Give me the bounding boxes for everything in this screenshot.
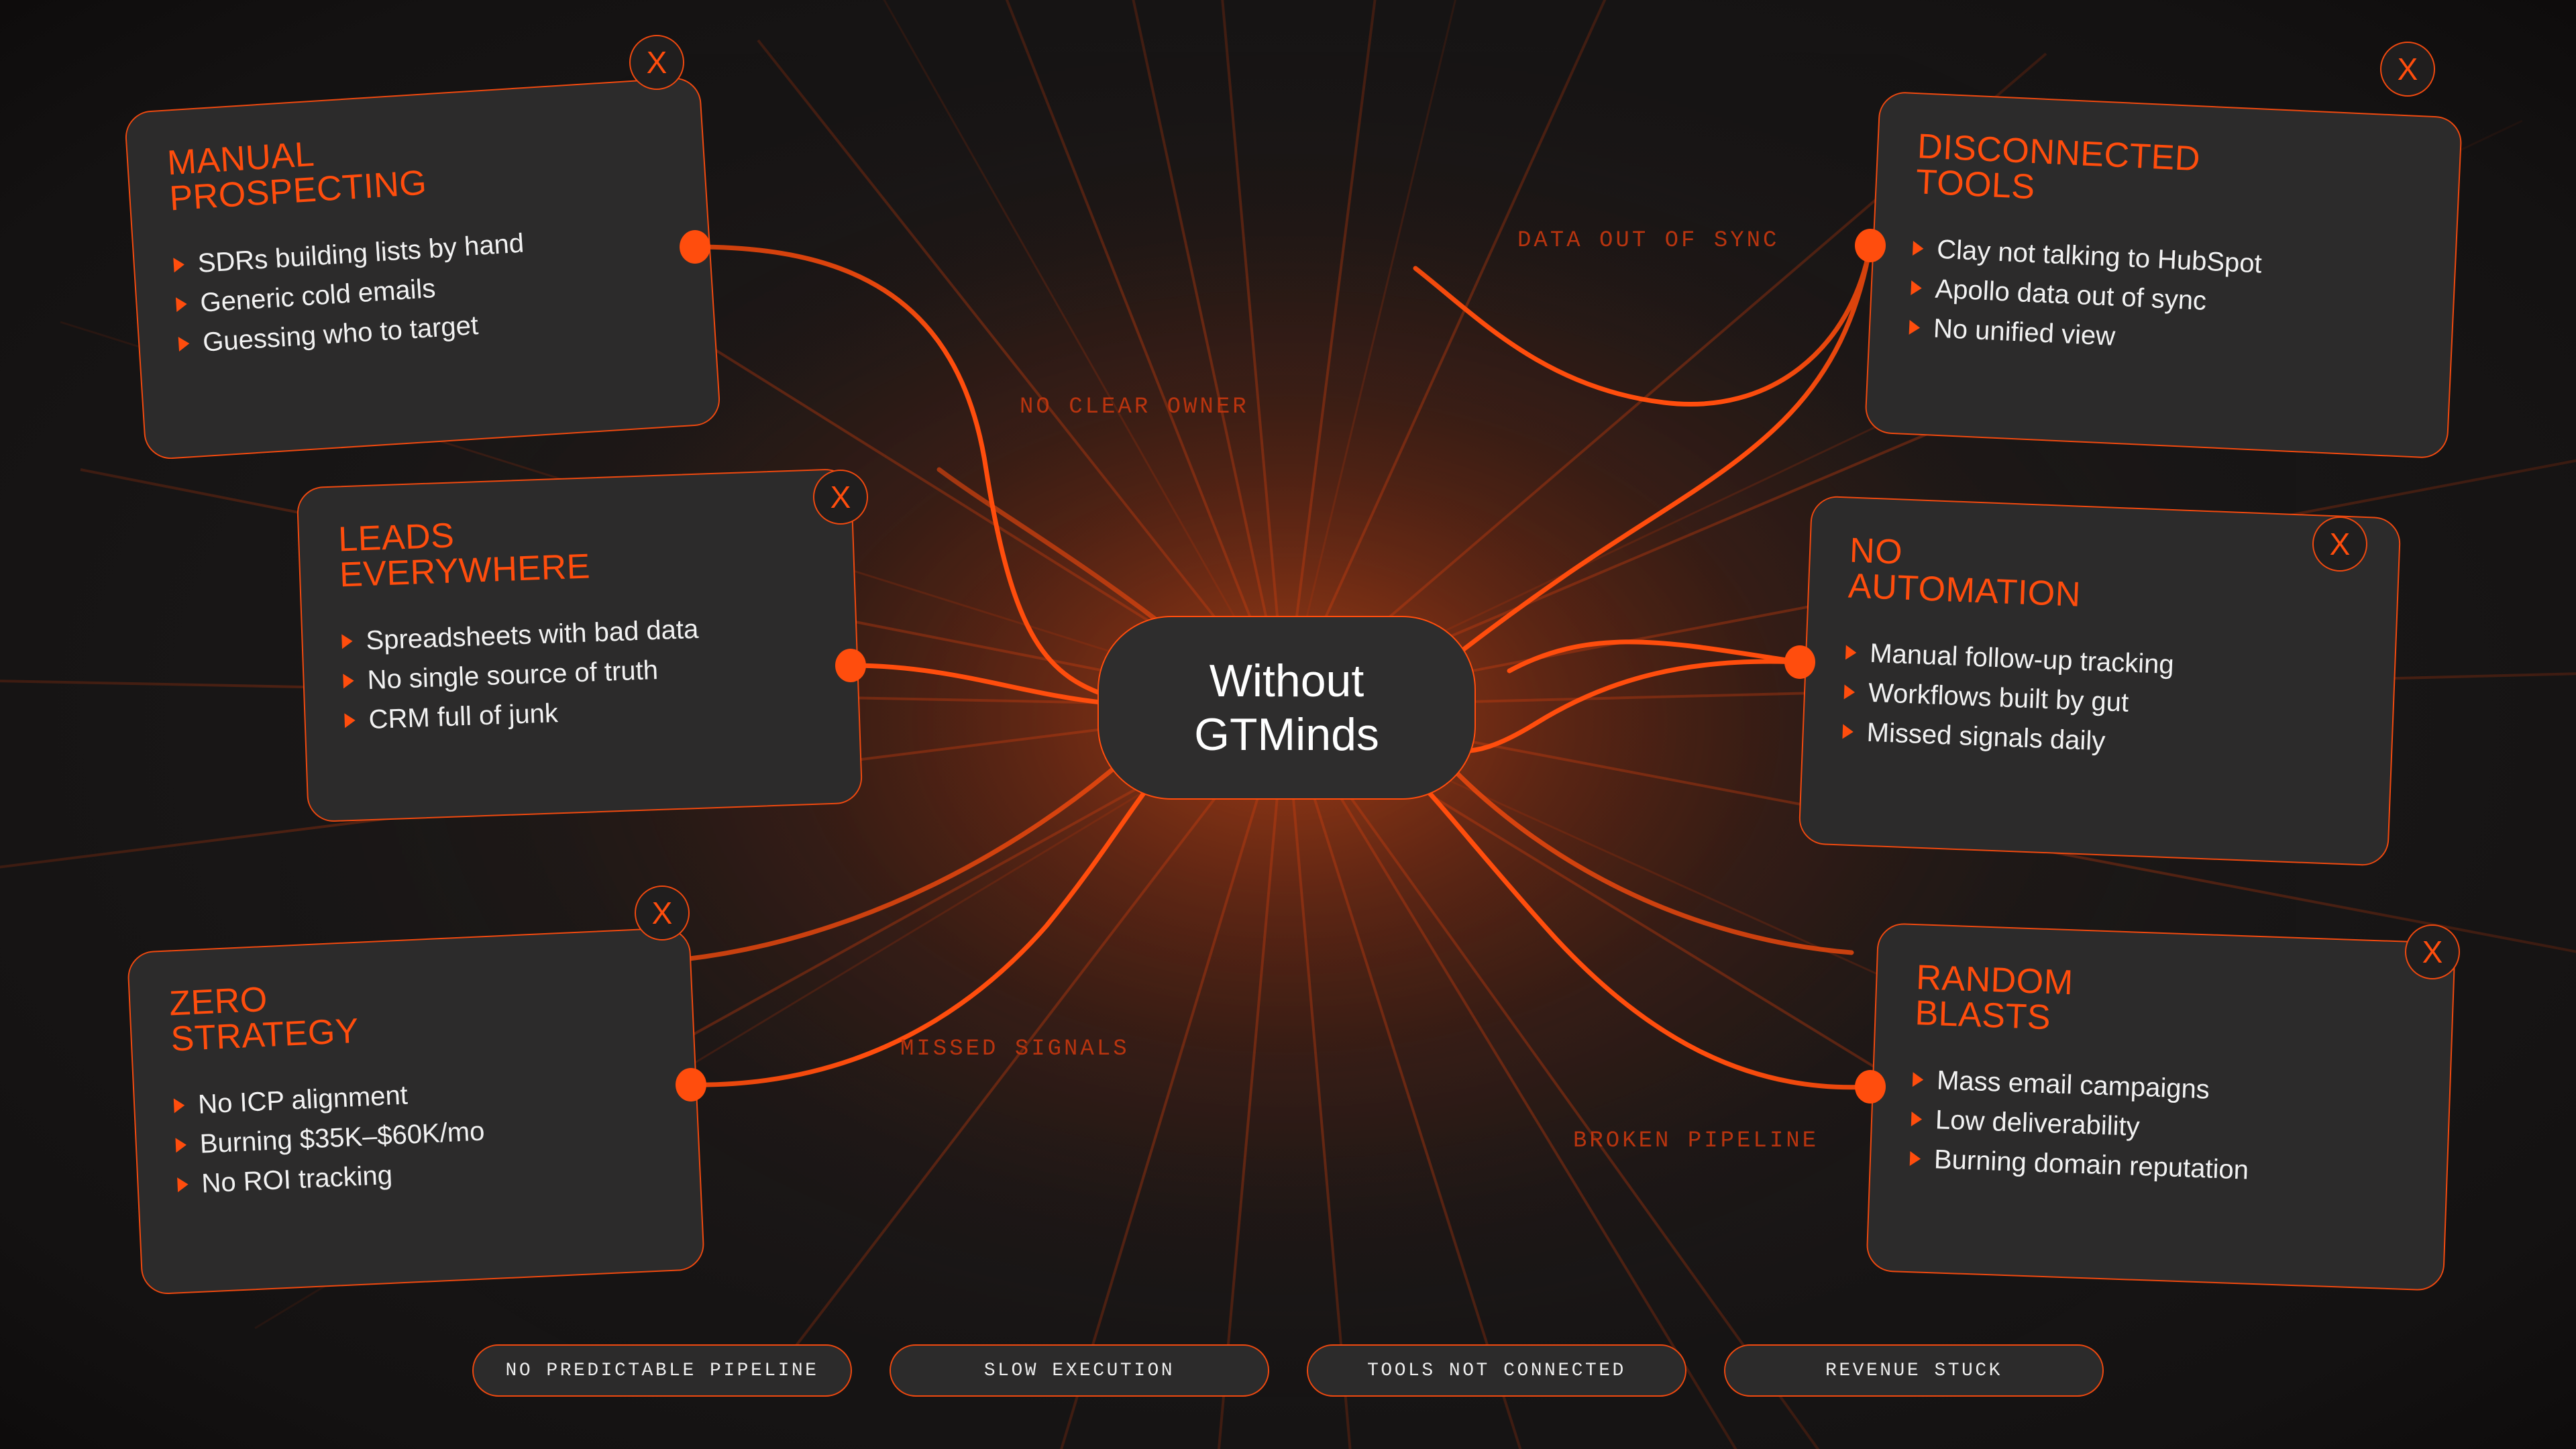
triangle-bullet-icon xyxy=(341,633,353,649)
connector-dot-no-automation xyxy=(1784,645,1815,679)
bullet-text: CRM full of junk xyxy=(368,698,559,735)
card-title: MANUAL PROSPECTING xyxy=(166,134,428,219)
triangle-bullet-icon xyxy=(1911,280,1923,296)
connector-dot-disconnected-tools xyxy=(1855,229,1886,262)
card-bullet-list: SDRs building lists by hand Generic cold… xyxy=(172,217,674,362)
edge-label-no-clear-owner: NO CLEAR OWNER xyxy=(1020,394,1249,420)
bullet-text: Mass email campaigns xyxy=(1936,1065,2210,1105)
triangle-bullet-icon xyxy=(343,673,355,689)
center-node-line-1: Without xyxy=(1209,655,1364,706)
card-random-blasts[interactable]: RANDOM BLASTS Mass email campaigns Low d… xyxy=(1866,922,2456,1291)
close-icon-disconnected-tools[interactable]: X xyxy=(2380,42,2435,97)
connector-dot-manual-prospecting xyxy=(680,230,710,264)
chip-no-predictable-pipeline[interactable]: NO PREDICTABLE PIPELINE xyxy=(472,1344,852,1397)
bullet-text: Workflows built by gut xyxy=(1868,678,2129,718)
bullet-text: Low deliverability xyxy=(1935,1105,2141,1142)
bullet-text: Apollo data out of sync xyxy=(1934,274,2208,316)
triangle-bullet-icon xyxy=(1909,1150,1921,1167)
triangle-bullet-icon xyxy=(173,1097,185,1114)
card-title: DISCONNECTED TOOLS xyxy=(1915,127,2202,207)
card-bullet-list: No ICP alignment Burning $35K–$60K/mo No… xyxy=(173,1067,659,1203)
card-title: NO AUTOMATION xyxy=(1847,531,2082,614)
triangle-bullet-icon xyxy=(1845,645,1857,661)
triangle-bullet-icon xyxy=(1843,684,1856,700)
card-disconnected-tools[interactable]: DISCONNECTED TOOLS Clay not talking to H… xyxy=(1864,91,2463,460)
edge-label-data-out-of-sync: DATA OUT OF SYNC xyxy=(1517,228,1780,254)
triangle-bullet-icon xyxy=(344,712,356,728)
close-icon-random-blasts[interactable]: X xyxy=(2405,924,2460,979)
card-bullet-list: Clay not talking to HubSpot Apollo data … xyxy=(1909,231,2415,368)
bullet-text: No ICP alignment xyxy=(197,1080,409,1120)
connector-dot-random-blasts xyxy=(1855,1070,1886,1104)
bullet-text: No ROI tracking xyxy=(201,1160,393,1199)
triangle-bullet-icon xyxy=(173,257,185,273)
close-icon-manual-prospecting[interactable]: X xyxy=(629,35,684,90)
triangle-bullet-icon xyxy=(177,1177,189,1192)
card-bullet-list: Mass email campaigns Low deliverability … xyxy=(1909,1062,2409,1193)
card-title: RANDOM BLASTS xyxy=(1914,958,2074,1038)
triangle-bullet-icon xyxy=(1842,724,1854,739)
connector-dot-leads-everywhere xyxy=(835,649,866,682)
chip-revenue-stuck[interactable]: REVENUE STUCK xyxy=(1724,1344,2104,1397)
bullet-text: Missed signals daily xyxy=(1866,717,2106,757)
triangle-bullet-icon xyxy=(178,335,191,352)
card-no-automation[interactable]: NO AUTOMATION Manual follow-up tracking … xyxy=(1798,495,2402,867)
card-title: LEADS EVERYWHERE xyxy=(337,516,591,595)
center-node[interactable]: Without GTMinds xyxy=(1097,616,1476,800)
bullet-text: Manual follow-up tracking xyxy=(1869,638,2175,680)
bullet-text: Burning domain reputation xyxy=(1933,1144,2249,1185)
connector-dot-zero-strategy xyxy=(676,1068,706,1102)
close-icon-leads-everywhere[interactable]: X xyxy=(813,470,868,525)
card-bullet-list: Manual follow-up tracking Workflows buil… xyxy=(1842,635,2355,769)
bullet-text: No single source of truth xyxy=(366,655,659,695)
card-zero-strategy[interactable]: ZERO STRATEGY No ICP alignment Burning $… xyxy=(126,926,706,1295)
bullet-text: Spreadsheets with bad data xyxy=(365,614,699,656)
close-icon-no-automation[interactable]: X xyxy=(2312,517,2367,572)
edge-label-missed-signals: MISSED SIGNALS xyxy=(900,1036,1130,1062)
triangle-bullet-icon xyxy=(1911,1111,1923,1127)
card-leads-everywhere[interactable]: LEADS EVERYWHERE Spreadsheets with bad d… xyxy=(296,468,863,823)
chip-slow-execution[interactable]: SLOW EXECUTION xyxy=(890,1344,1269,1397)
triangle-bullet-icon xyxy=(1912,241,1924,256)
card-bullet-list: Spreadsheets with bad data No single sou… xyxy=(341,608,819,739)
summary-chip-row: NO PREDICTABLE PIPELINE SLOW EXECUTION T… xyxy=(0,1344,2576,1397)
chip-tools-not-connected[interactable]: TOOLS NOT CONNECTED xyxy=(1307,1344,1686,1397)
card-manual-prospecting[interactable]: MANUAL PROSPECTING SDRs building lists b… xyxy=(123,76,722,461)
bullet-text: No unified view xyxy=(1933,313,2116,352)
triangle-bullet-icon xyxy=(1909,319,1921,335)
close-icon-zero-strategy[interactable]: X xyxy=(635,885,690,941)
card-title: ZERO STRATEGY xyxy=(168,979,360,1059)
triangle-bullet-icon xyxy=(175,297,188,313)
edge-label-broken-pipeline: BROKEN PIPELINE xyxy=(1573,1128,1819,1154)
center-node-line-2: GTMinds xyxy=(1194,709,1379,760)
triangle-bullet-icon xyxy=(175,1137,187,1153)
triangle-bullet-icon xyxy=(1912,1072,1924,1087)
